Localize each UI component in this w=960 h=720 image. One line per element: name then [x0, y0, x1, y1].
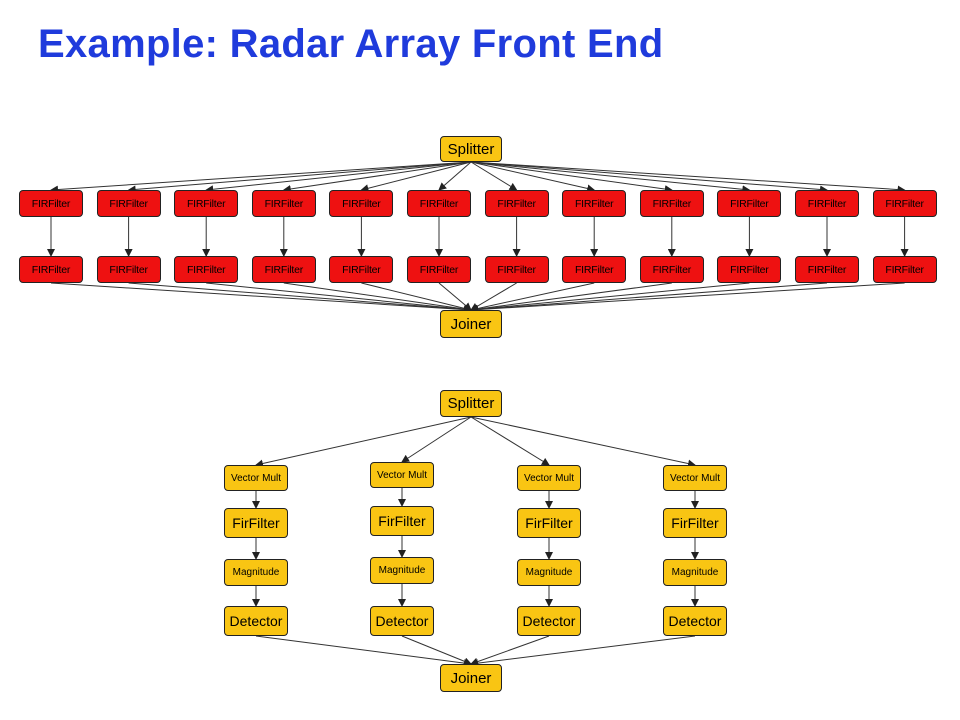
fir-filter-row1: FIRFilter: [639, 190, 704, 217]
detector-node: Detector: [370, 606, 434, 636]
fir-filter-row1: FIRFilter: [96, 190, 161, 217]
vector-mult-node: Vector Mult: [517, 465, 581, 491]
edge-splitter-to-fir: [50, 161, 472, 194]
edge-fir-to-joiner: [470, 282, 750, 314]
fir-filter-row2: FIRFilter: [19, 256, 83, 283]
fir-filter-row2: FIRFilter: [251, 256, 316, 283]
splitter-top: Splitter: [440, 136, 502, 162]
edge-splitter-to-fir: [470, 161, 751, 194]
vector-mult-node: Vector Mult: [370, 462, 434, 488]
edge-splitter-to-vector-mult: [470, 416, 550, 466]
fir-filter-row2: FIRFilter: [872, 256, 937, 283]
edge-fir-to-joiner: [361, 282, 472, 313]
detector-node: Detector: [224, 606, 288, 636]
edge-splitter-to-fir: [438, 161, 472, 191]
edge-splitter-to-fir: [470, 161, 906, 194]
fir-filter-node: FirFilter: [517, 508, 581, 538]
joiner-bottom: Joiner: [440, 664, 502, 692]
fir-filter-row1: FIRFilter: [562, 190, 627, 217]
fir-filter-row1: FIRFilter: [872, 190, 937, 217]
edge-splitter-to-fir: [360, 161, 472, 193]
edge-fir-to-joiner: [470, 282, 672, 314]
splitter-bottom: Splitter: [440, 390, 502, 417]
fir-filter-row2: FIRFilter: [795, 256, 859, 283]
edge-splitter-to-fir: [470, 161, 596, 193]
fir-filter-row1: FIRFilter: [407, 190, 471, 217]
magnitude-node: Magnitude: [370, 557, 434, 584]
fir-filter-row1: FIRFilter: [329, 190, 394, 217]
fir-filter-node: FirFilter: [224, 508, 288, 538]
joiner-top: Joiner: [440, 310, 502, 338]
fir-filter-row2: FIRFilter: [174, 256, 239, 283]
fir-filter-row2: FIRFilter: [329, 256, 394, 283]
fir-filter-row2: FIRFilter: [407, 256, 471, 283]
edge-splitter-to-vector-mult: [255, 416, 472, 468]
fir-filter-row2: FIRFilter: [562, 256, 627, 283]
edge-splitter-to-fir: [282, 161, 472, 193]
edge-fir-to-joiner: [128, 282, 472, 314]
edge-splitter-to-fir: [470, 161, 518, 191]
fir-filter-row1: FIRFilter: [795, 190, 859, 217]
detector-node: Detector: [663, 606, 727, 636]
fir-filter-node: FirFilter: [370, 506, 434, 536]
edge-splitter-to-vector-mult: [470, 416, 696, 468]
fir-filter-row2: FIRFilter: [717, 256, 782, 283]
fir-filter-node: FirFilter: [663, 508, 727, 538]
edge-detector-to-joiner: [401, 635, 472, 666]
edge-fir-to-joiner: [206, 282, 472, 314]
edge-fir-to-joiner: [438, 282, 472, 311]
fir-filter-row2: FIRFilter: [639, 256, 704, 283]
magnitude-node: Magnitude: [224, 559, 288, 586]
magnitude-node: Magnitude: [663, 559, 727, 586]
edge-fir-to-joiner: [470, 282, 595, 313]
fir-filter-row2: FIRFilter: [96, 256, 161, 283]
fir-filter-row2: FIRFilter: [484, 256, 549, 283]
vector-mult-node: Vector Mult: [224, 465, 288, 491]
edge-splitter-to-fir: [127, 161, 472, 194]
edge-fir-to-joiner: [470, 282, 828, 314]
edge-detector-to-joiner: [470, 635, 696, 668]
vector-mult-node: Vector Mult: [663, 465, 727, 491]
edge-detector-to-joiner: [255, 635, 472, 668]
edge-splitter-to-fir: [470, 161, 828, 194]
fir-filter-row1: FIRFilter: [717, 190, 782, 217]
edge-splitter-to-vector-mult: [401, 416, 472, 463]
slide-title: Example: Radar Array Front End: [38, 22, 664, 66]
fir-filter-row1: FIRFilter: [19, 190, 83, 217]
detector-node: Detector: [517, 606, 581, 636]
edge-fir-to-joiner: [470, 282, 905, 314]
edge-splitter-to-fir: [205, 161, 472, 194]
fir-filter-row1: FIRFilter: [484, 190, 549, 217]
edge-splitter-to-fir: [470, 161, 673, 193]
fir-filter-row1: FIRFilter: [251, 190, 316, 217]
fir-filter-row1: FIRFilter: [174, 190, 239, 217]
edge-fir-to-joiner: [50, 282, 472, 314]
edge-detector-to-joiner: [470, 635, 550, 666]
magnitude-node: Magnitude: [517, 559, 581, 586]
edge-fir-to-joiner: [283, 282, 472, 313]
